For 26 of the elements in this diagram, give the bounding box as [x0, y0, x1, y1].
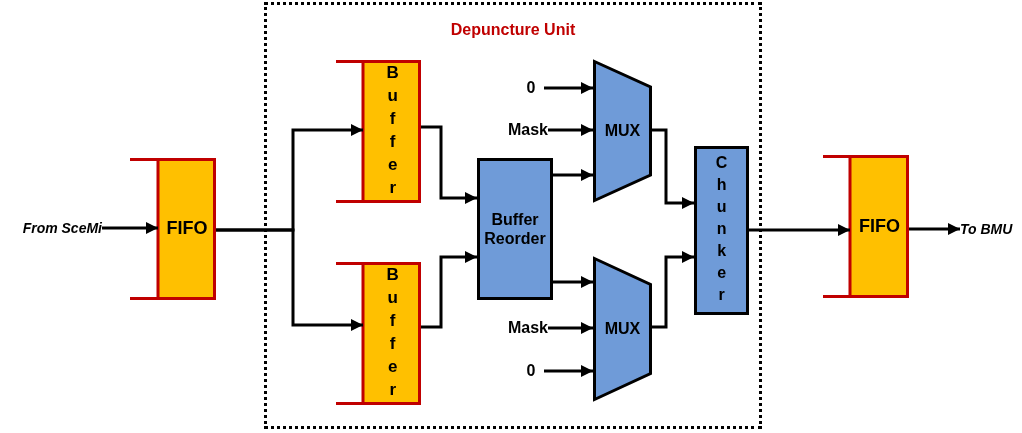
signal-label: 0	[518, 361, 544, 381]
arrow	[553, 169, 593, 181]
signal-label: To BMU	[960, 219, 1020, 239]
signal-label: 0	[518, 78, 544, 98]
arrow	[421, 125, 477, 204]
arrow	[544, 82, 593, 94]
arrow	[548, 322, 593, 334]
arrow	[652, 251, 694, 329]
signal-label: Mask	[496, 318, 548, 338]
arrow	[909, 223, 960, 235]
arrow	[548, 124, 593, 136]
process-block: Buffer Reorder	[477, 158, 553, 300]
mux-trapezoid: MUX	[593, 257, 652, 401]
arrow	[652, 128, 694, 209]
arrow	[216, 228, 363, 331]
group-title: Depuncture Unit	[449, 21, 577, 39]
arrow	[553, 276, 593, 288]
arrow	[102, 222, 158, 234]
arrow	[421, 251, 477, 329]
arrow	[544, 365, 593, 377]
signal-label: From SceMi	[6, 218, 102, 238]
arrow	[749, 224, 850, 236]
mux-trapezoid: MUX	[593, 60, 652, 202]
signal-label: Mask	[496, 120, 548, 140]
process-block: Chunker	[694, 146, 749, 315]
dashed-boundary	[264, 2, 762, 429]
